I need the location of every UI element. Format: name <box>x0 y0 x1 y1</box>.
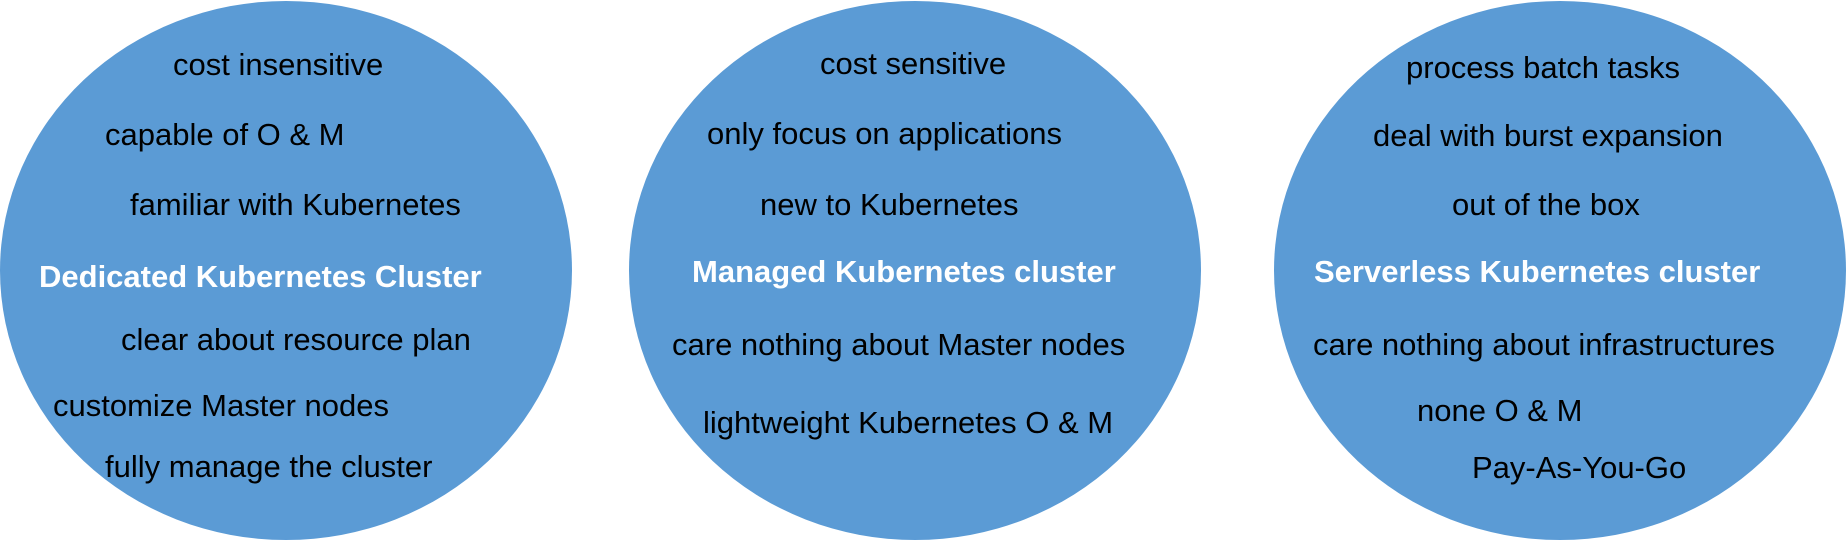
trait-lightweight-om: lightweight Kubernetes O & M <box>703 405 1114 440</box>
trait-cost-sensitive: cost sensitive <box>820 46 1007 81</box>
managed-cluster-title: Managed Kubernetes cluster <box>692 254 1116 289</box>
trait-batch-tasks: process batch tasks <box>1406 50 1680 85</box>
trait-out-of-box: out of the box <box>1452 187 1640 222</box>
trait-care-nothing-master: care nothing about Master nodes <box>672 327 1126 362</box>
trait-capable-om: capable of O & M <box>105 117 345 152</box>
trait-pay-as-you-go: Pay-As-You-Go <box>1472 450 1687 485</box>
dedicated-cluster-title: Dedicated Kubernetes Cluster <box>39 259 482 294</box>
trait-burst-expansion: deal with burst expansion <box>1373 118 1723 153</box>
trait-familiar-kubernetes: familiar with Kubernetes <box>130 187 461 222</box>
serverless-cluster-title: Serverless Kubernetes cluster <box>1314 254 1761 289</box>
trait-new-to-kubernetes: new to Kubernetes <box>760 187 1019 222</box>
trait-care-nothing-infra: care nothing about infrastructures <box>1313 327 1775 362</box>
trait-focus-applications: only focus on applications <box>707 116 1063 151</box>
trait-none-om: none O & M <box>1417 393 1583 428</box>
trait-customize-master: customize Master nodes <box>53 388 389 423</box>
trait-cost-insensitive: cost insensitive <box>173 47 384 82</box>
trait-clear-resource-plan: clear about resource plan <box>121 322 471 357</box>
dedicated-cluster-ellipse <box>0 1 572 540</box>
trait-fully-manage: fully manage the cluster <box>105 449 433 484</box>
serverless-cluster-ellipse <box>1274 1 1846 540</box>
managed-cluster-ellipse <box>629 1 1201 540</box>
